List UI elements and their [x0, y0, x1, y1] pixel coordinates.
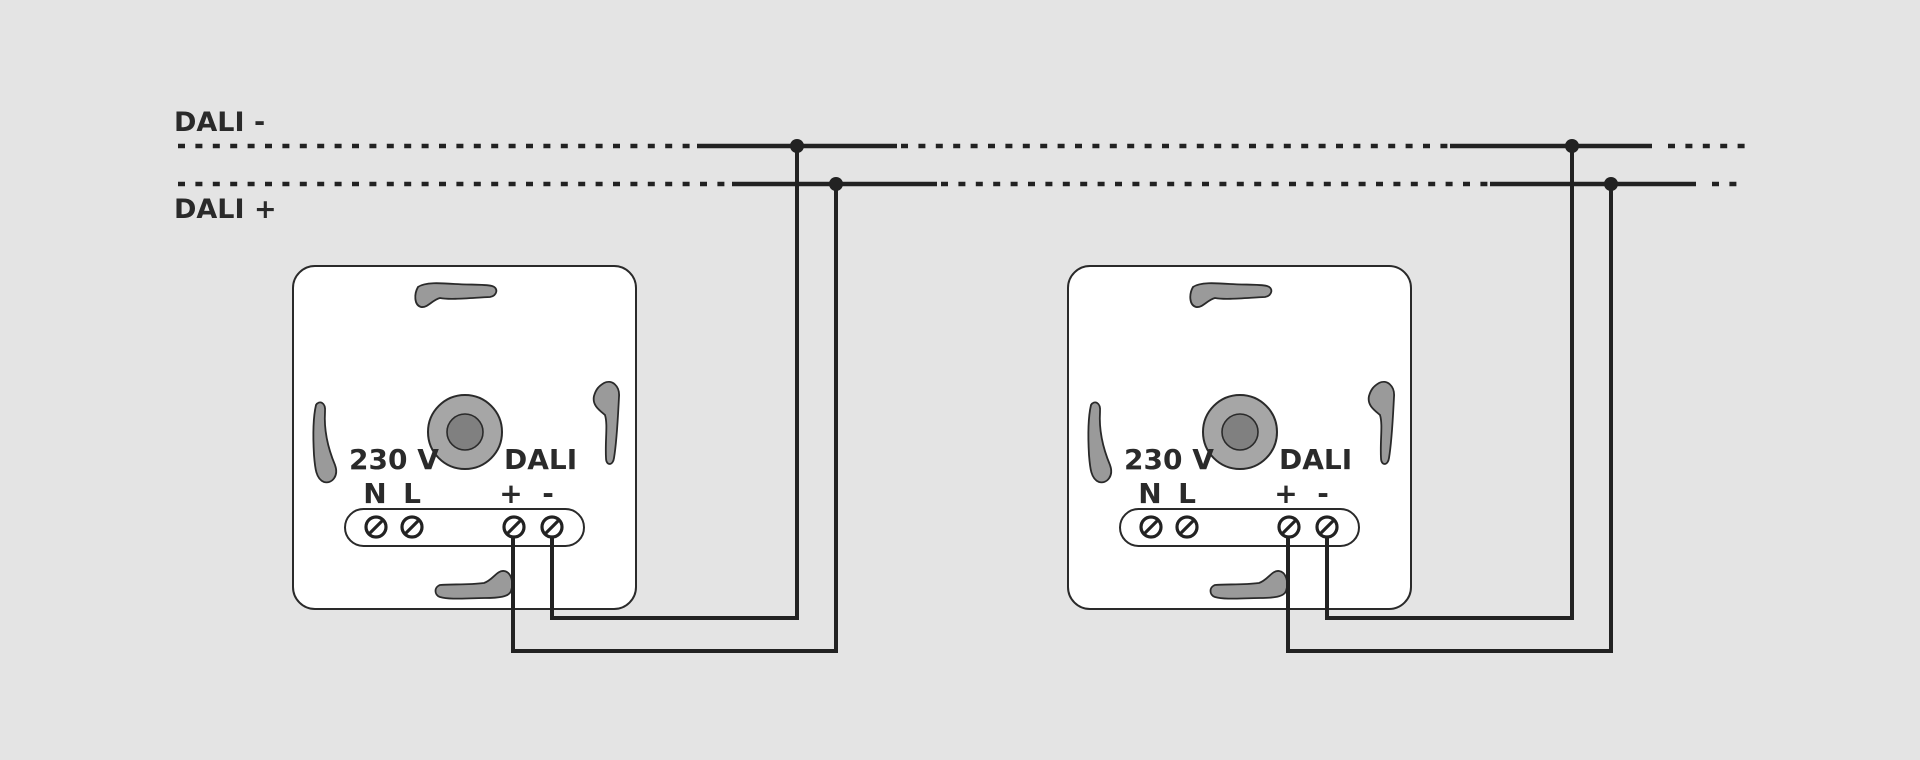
junction-node-minus-1	[790, 139, 804, 153]
dali-minus-wire	[550, 146, 799, 620]
supply-voltage-label: 230 V	[1124, 443, 1214, 476]
junction-node-minus-2	[1565, 139, 1579, 153]
terminal-n-label: N	[1138, 477, 1161, 510]
dali-plus-wire	[1286, 184, 1613, 653]
terminal-screw-minus	[540, 515, 564, 539]
dali-minus-wire	[1325, 146, 1574, 620]
knob-center	[446, 413, 484, 451]
terminal-l-label: L	[1178, 477, 1196, 510]
mounting-lug-right	[1367, 381, 1395, 465]
dali-plus-label: DALI +	[174, 194, 277, 225]
terminal-screw-plus	[1277, 515, 1301, 539]
dali-device-1: 230 V N L DALI + -	[292, 146, 838, 653]
mounting-lug-left	[1087, 401, 1112, 484]
dali-device-2: 230 V N L DALI + -	[1067, 146, 1613, 653]
dali-terminal-label: DALI	[1279, 443, 1352, 476]
terminal-l-label: L	[403, 477, 421, 510]
dali-minus-label: DALI -	[174, 107, 265, 138]
junction-node-plus-2	[1604, 177, 1618, 191]
terminal-screw-n	[1139, 515, 1163, 539]
supply-voltage-label: 230 V	[349, 443, 439, 476]
terminal-screw-minus	[1315, 515, 1339, 539]
terminal-screw-n	[364, 515, 388, 539]
terminal-minus-label: -	[542, 477, 554, 510]
terminal-screw-l	[1175, 515, 1199, 539]
knob-center	[1221, 413, 1259, 451]
terminal-screw-l	[400, 515, 424, 539]
terminal-plus-label: +	[499, 477, 522, 510]
dali-plus-wire	[511, 184, 838, 653]
terminal-minus-label: -	[1317, 477, 1329, 510]
dali-terminal-label: DALI	[504, 443, 577, 476]
terminal-screw-plus	[502, 515, 526, 539]
mounting-lug-right	[592, 381, 620, 465]
mounting-lug-top	[414, 282, 498, 308]
junction-node-plus-1	[829, 177, 843, 191]
mounting-lug-top	[1189, 282, 1273, 308]
terminal-n-label: N	[363, 477, 386, 510]
mounting-lug-left	[312, 401, 337, 484]
terminal-plus-label: +	[1274, 477, 1297, 510]
